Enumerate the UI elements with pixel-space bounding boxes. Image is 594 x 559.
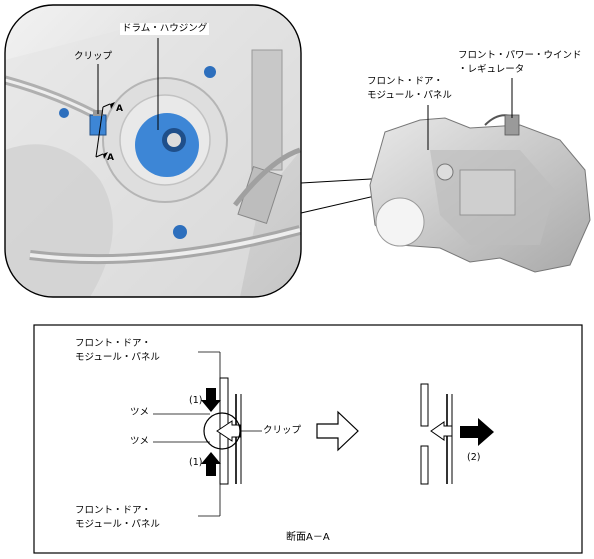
push-arrow-bottom [201, 452, 221, 476]
clip [89, 114, 107, 136]
panel-label-bottom-line1: フロント・ドア・ [75, 505, 152, 516]
pull-arrow [460, 418, 494, 446]
door-module-view [369, 78, 591, 273]
window-regulator-label-line1: フロント・パワー・ウインド [458, 50, 582, 61]
step2-label: (2) [467, 452, 481, 463]
section-box [33, 324, 583, 554]
step1-label-bottom: (1) [189, 457, 203, 468]
bolt-hole-1 [204, 66, 216, 78]
step-arrow [316, 410, 359, 452]
claw-label-lower: ツメ [130, 436, 150, 447]
detail-frame [4, 4, 302, 298]
section-marker-top: A [116, 104, 123, 114]
step1-label-top: (1) [189, 395, 203, 406]
clip-section-label: クリップ [263, 425, 302, 436]
panel-label-bottom-line2: モジュール・パネル [75, 519, 160, 530]
push-arrow-top [201, 388, 221, 412]
bolt-hole-2 [59, 108, 69, 118]
bolt-hole-3 [173, 225, 187, 239]
clip-label: クリップ [74, 51, 113, 62]
window-regulator-label-line2: ・レギュレータ [458, 64, 525, 75]
drum-housing-label: ドラム・ハウジング [120, 23, 210, 35]
section-after [420, 383, 494, 485]
front-door-module-panel-label-line2: モジュール・パネル [367, 90, 452, 101]
clip-section-after [430, 421, 453, 441]
detail-view [4, 4, 302, 298]
section-caption: 断面A－A [286, 532, 330, 543]
section-before [153, 351, 262, 517]
panel-label-top-line2: モジュール・パネル [75, 352, 160, 363]
panel-label-top-line1: フロント・ドア・ [75, 338, 152, 349]
front-door-module-panel-label-line1: フロント・ドア・ [367, 76, 444, 87]
section-marker-bottom: A [107, 153, 114, 163]
claw-label-upper: ツメ [130, 407, 150, 418]
